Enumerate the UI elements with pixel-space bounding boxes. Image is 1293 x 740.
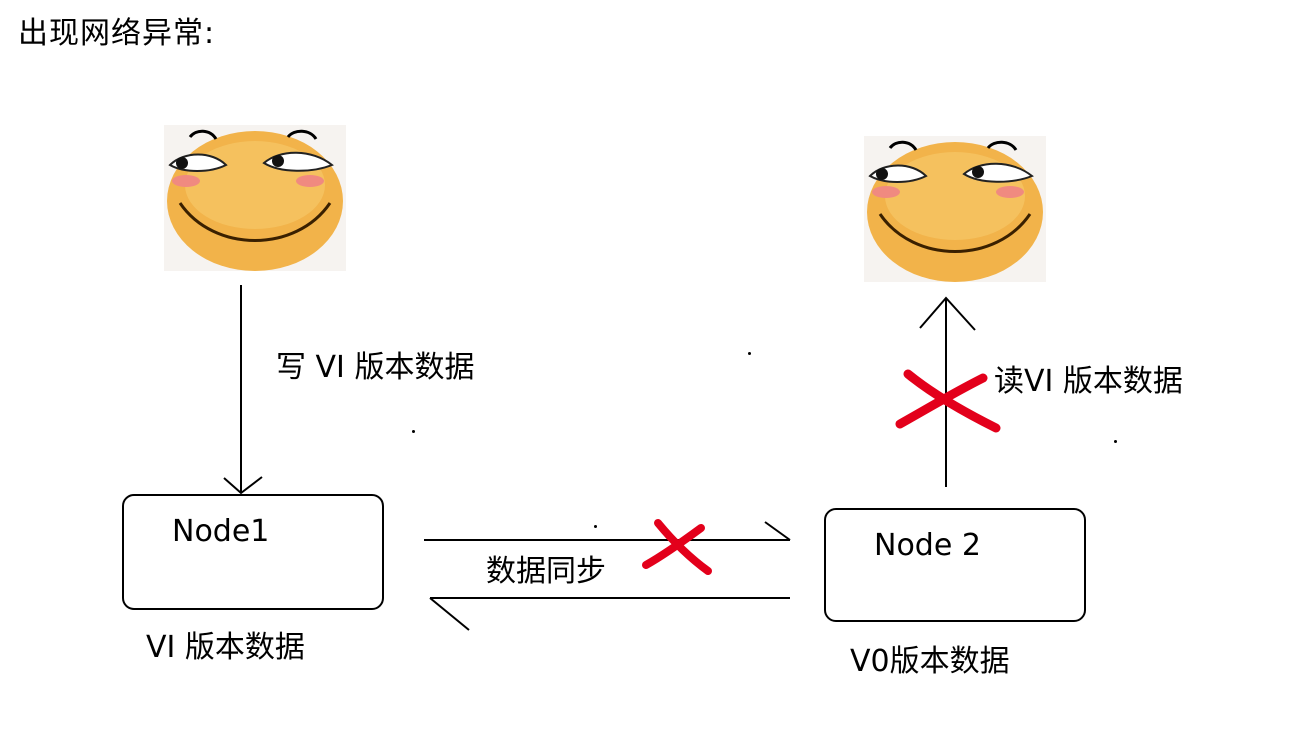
writer-smiley-icon (164, 125, 346, 271)
page-title: 出现网络异常: (18, 16, 216, 51)
node1-label: Node1 (172, 514, 270, 549)
read-blocked-x-icon (895, 369, 1001, 433)
sync-arrow-left-head (429, 597, 470, 631)
sync-blocked-x-icon (642, 519, 712, 575)
reader-smiley-icon (864, 136, 1046, 282)
read-label: 读VI 版本数据 (994, 364, 1183, 399)
node2-version-label: V0版本数据 (850, 644, 1010, 679)
read-arrow-head (919, 296, 976, 331)
write-label: 写 VI 版本数据 (276, 350, 475, 385)
write-arrow-head (223, 476, 263, 495)
node2-label: Node 2 (874, 528, 981, 563)
sync-label: 数据同步 (486, 554, 606, 589)
node2-box (824, 508, 1086, 622)
stray-dot (594, 525, 597, 528)
node1-version-label: VI 版本数据 (146, 630, 305, 665)
node1-box (122, 494, 384, 610)
sync-arrow-right-head (764, 521, 791, 541)
stray-dot (748, 352, 751, 355)
stray-dot (1114, 440, 1117, 443)
stray-dot (412, 430, 415, 433)
